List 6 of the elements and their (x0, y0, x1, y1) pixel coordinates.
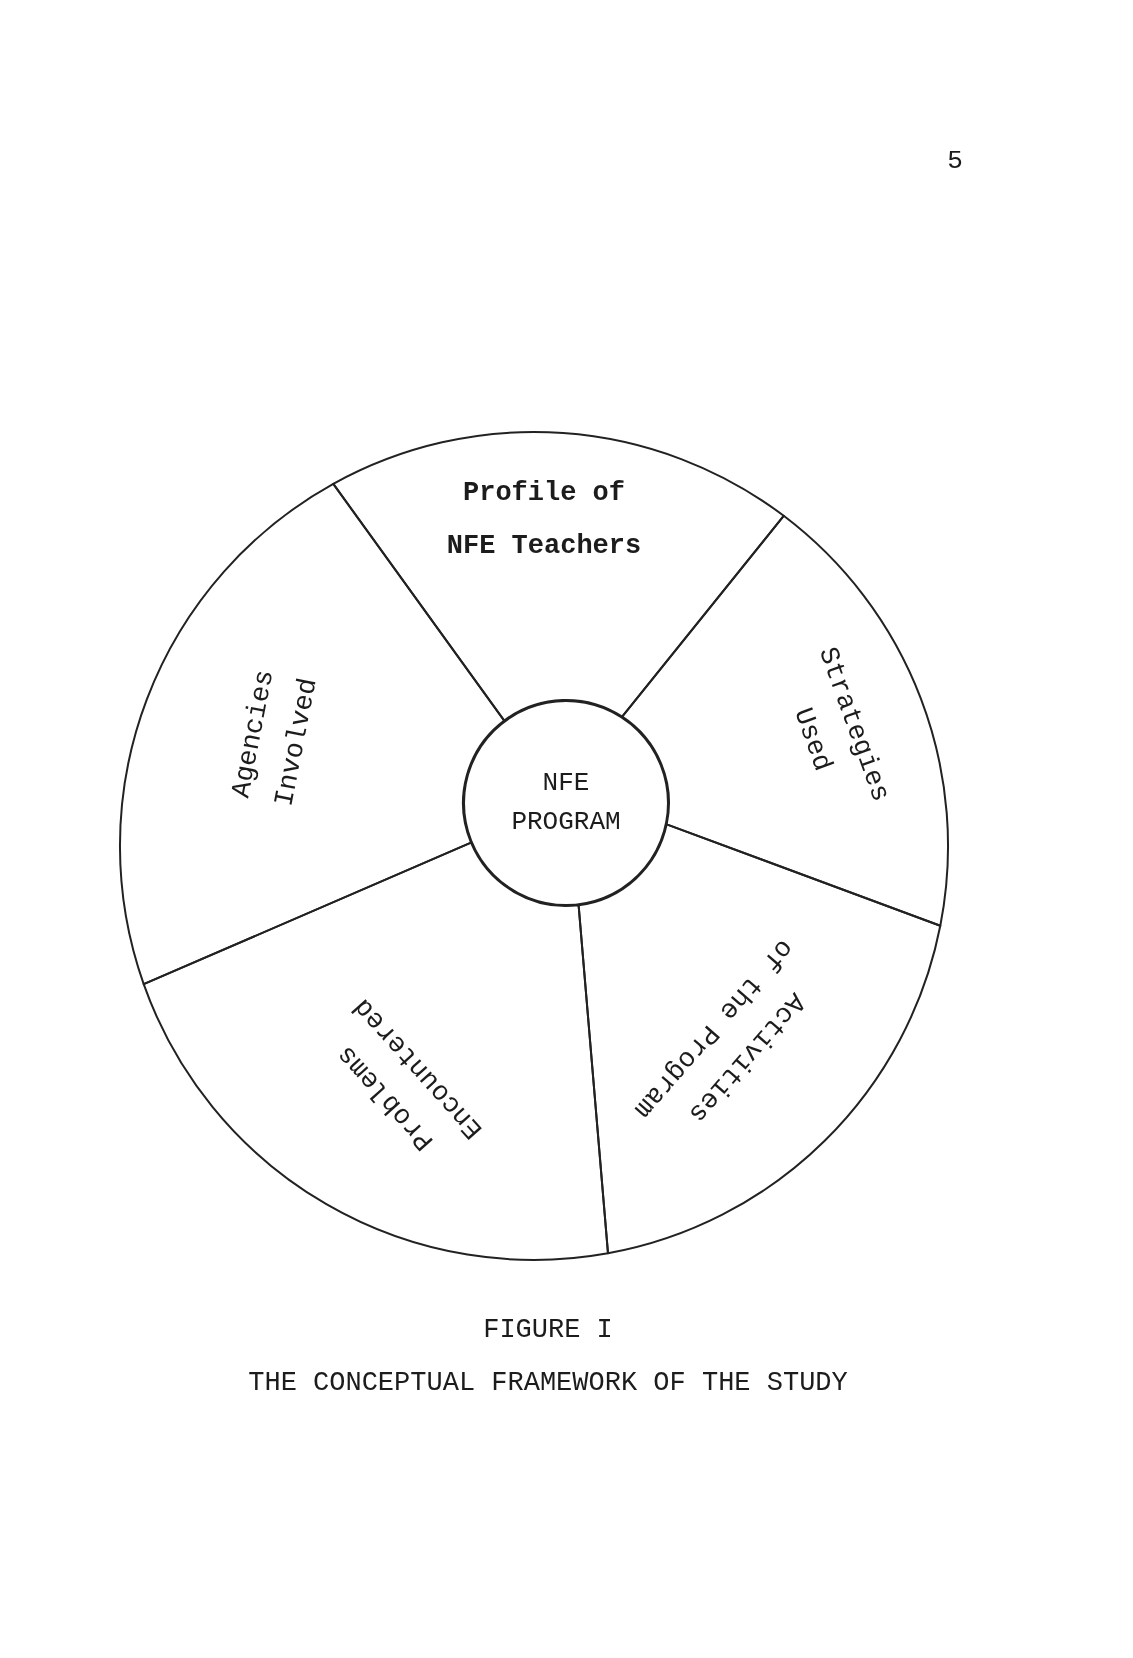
hub-label: NFE PROGRAM (511, 767, 621, 839)
figure-title: THE CONCEPTUAL FRAMEWORK OF THE STUDY (248, 1368, 848, 1398)
segment-label: Profile of NFE Teachers (446, 477, 642, 563)
page-number: 5 (947, 146, 963, 176)
segment-label: Agencies Involved (225, 666, 325, 810)
figure-number: FIGURE I (483, 1315, 613, 1345)
